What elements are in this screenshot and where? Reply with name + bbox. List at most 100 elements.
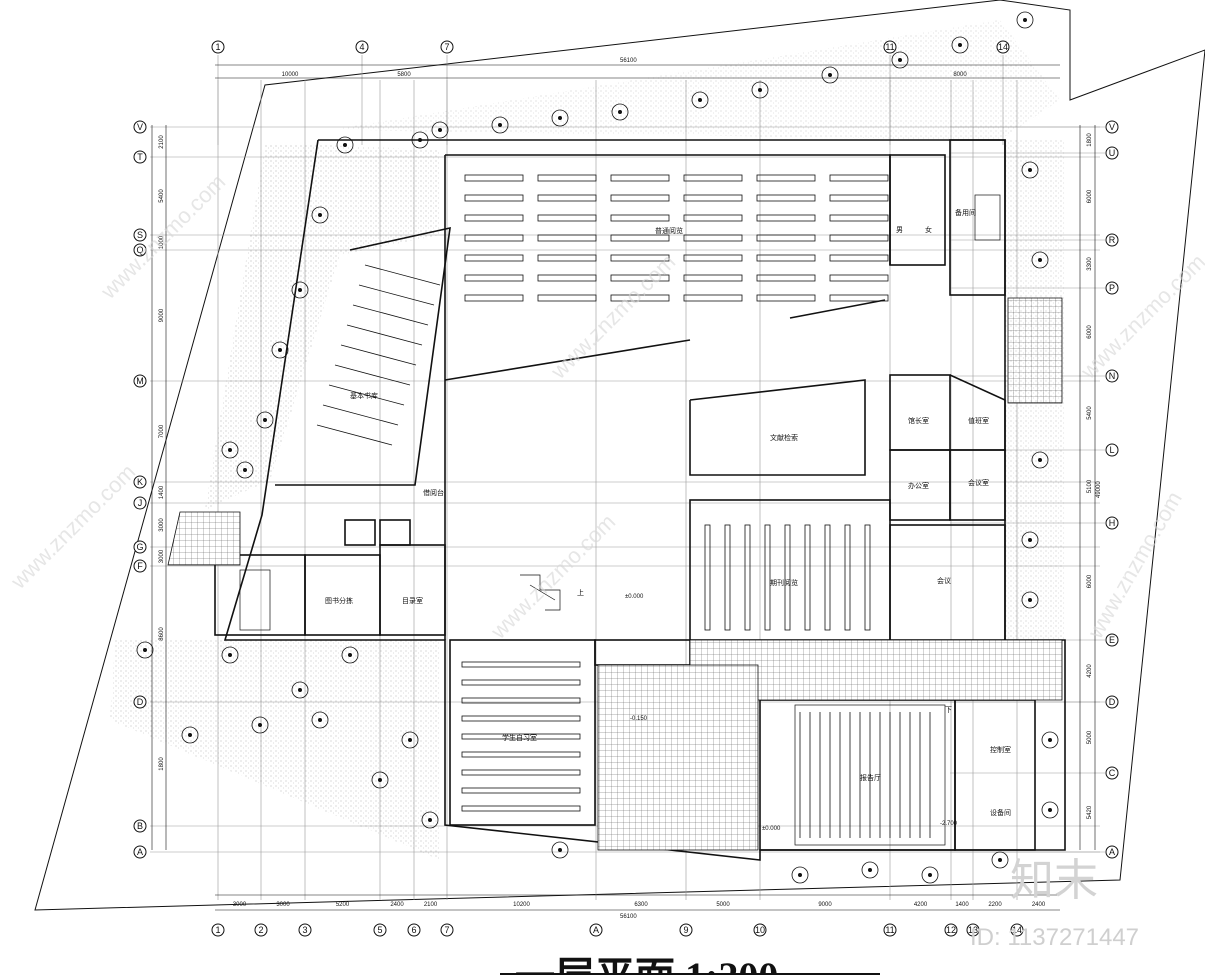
axis-bottom-2: 2 <box>254 923 268 937</box>
svg-text:D: D <box>137 697 144 707</box>
axis-right-C: C <box>1105 766 1119 780</box>
dim-bottom-8: 9000 <box>818 902 832 908</box>
dim-bottom-3: 2400 <box>390 902 404 908</box>
watermark-logo: 知末 <box>1010 856 1098 905</box>
dim-right-6: 6000 <box>1087 574 1093 588</box>
axis-bottom-9: 9 <box>679 923 693 937</box>
svg-text:7: 7 <box>444 925 449 935</box>
watermark-text-5: www.znzmo.com <box>1075 249 1205 384</box>
axis-right-R: R <box>1105 233 1119 247</box>
dim-bottom-2: 5200 <box>336 902 350 908</box>
dim-right-0: 1800 <box>1087 133 1093 147</box>
axis-left-V: V <box>133 120 147 134</box>
dim-left-4: 7000 <box>159 424 165 438</box>
svg-text:3: 3 <box>302 925 307 935</box>
axis-left-F: F <box>133 559 147 573</box>
svg-text:11: 11 <box>885 925 894 935</box>
svg-text:T: T <box>137 152 143 162</box>
dim-right-3: 6000 <box>1087 325 1093 339</box>
axis-bottom-3: 3 <box>298 923 312 937</box>
svg-text:N: N <box>1109 371 1116 381</box>
room-control: 控制室 <box>990 745 1011 754</box>
svg-text:V: V <box>1109 122 1115 132</box>
room-lending: 借阅台 <box>423 488 444 497</box>
elev-main: ±0.000 <box>625 594 644 600</box>
svg-text:P: P <box>1109 283 1115 293</box>
overall-width-dim: 56100 <box>620 58 637 64</box>
stair-down-label: 下 <box>945 706 952 714</box>
svg-text:M: M <box>136 376 144 386</box>
elev-hall-entry: ±0.000 <box>762 826 781 832</box>
svg-text:H: H <box>1109 518 1116 528</box>
axis-left-T: T <box>133 150 147 164</box>
svg-text:13: 13 <box>968 925 978 935</box>
room-labels: 普通阅览 基本书库 借阅台 文献检索 期刊阅览 学生自习室 报告厅 图书分拣 目… <box>325 208 1011 817</box>
axis-right-D: D <box>1105 695 1119 709</box>
room-reading-hall: 普通阅览 <box>655 226 683 235</box>
svg-text:A: A <box>137 847 143 857</box>
axis-right-V: V <box>1105 120 1119 134</box>
svg-text:A: A <box>1109 847 1115 857</box>
svg-text:B: B <box>137 821 143 831</box>
room-lecture-hall: 报告厅 <box>860 773 881 782</box>
dim-left-9: 1800 <box>159 757 165 771</box>
svg-text:R: R <box>1109 235 1116 245</box>
axis-bottom-12: 12 <box>944 923 958 937</box>
dim-right-1: 6000 <box>1087 189 1093 203</box>
axis-left-S: S <box>133 228 147 242</box>
axis-bottom-11: 11 <box>883 923 897 937</box>
svg-text:11: 11 <box>885 42 894 52</box>
svg-text:14: 14 <box>1012 925 1022 935</box>
svg-text:G: G <box>136 542 143 552</box>
dim-left-5: 1400 <box>159 485 165 499</box>
room-meeting: 会议 <box>937 576 951 585</box>
svg-text:10: 10 <box>755 925 765 935</box>
svg-text:12: 12 <box>946 925 956 935</box>
dim-right-7: 4200 <box>1087 664 1093 678</box>
axis-right-A: A <box>1105 845 1119 859</box>
dim-right-2: 3300 <box>1087 257 1093 271</box>
paving-plaza <box>597 664 759 851</box>
dim-right-5: 5100 <box>1087 479 1093 493</box>
dim-left-8: 8600 <box>159 627 165 641</box>
dimension-lines <box>151 64 1096 911</box>
dim-bottom-9: 4200 <box>914 902 928 908</box>
axis-bottom-7: 7 <box>440 923 454 937</box>
axis-left-B: B <box>133 819 147 833</box>
axis-right-N: N <box>1105 369 1119 383</box>
room-student-study: 学生自习室 <box>502 733 537 742</box>
stair-up-label: 上 <box>577 588 584 597</box>
axis-right-L: L <box>1105 443 1119 457</box>
svg-text:C: C <box>1109 768 1116 778</box>
dim-bottom-6: 6300 <box>634 902 648 908</box>
dim-right-9: 5420 <box>1087 805 1093 819</box>
watermark-text-3: www.znzmo.com <box>5 459 140 594</box>
dim-top-2: 8000 <box>953 72 967 78</box>
trees <box>136 11 1059 884</box>
room-office1: 馆长室 <box>908 416 929 425</box>
svg-text:5: 5 <box>377 925 382 935</box>
dim-left-6: 3000 <box>159 518 165 532</box>
dim-left-2: 1000 <box>159 235 165 249</box>
axis-bottom-1: 1 <box>211 923 225 937</box>
svg-text:F: F <box>137 561 143 571</box>
axis-left-A: A <box>133 845 147 859</box>
svg-text:2: 2 <box>258 925 263 935</box>
svg-text:K: K <box>137 477 143 487</box>
wc-male: 男 <box>896 226 903 234</box>
axis-top-11: 11 <box>883 40 897 54</box>
room-storage: 备用间 <box>955 208 976 217</box>
dim-left-0: 2100 <box>159 135 165 149</box>
room-return-desk: 目录室 <box>402 596 423 605</box>
axis-right-U: U <box>1105 146 1119 160</box>
svg-text:L: L <box>1109 445 1114 455</box>
axis-right-E: E <box>1105 633 1119 647</box>
drawing-title: 一层平面 1:200 <box>515 954 778 975</box>
axis-left-K: K <box>133 475 147 489</box>
svg-text:1: 1 <box>215 42 220 52</box>
svg-text:1: 1 <box>215 925 220 935</box>
dim-bottom-10: 1400 <box>955 902 969 908</box>
watermark-text-2: www.znzmo.com <box>545 249 680 384</box>
dim-bottom-12: 2400 <box>1032 902 1046 908</box>
room-book-stacks: 基本书库 <box>350 391 378 400</box>
